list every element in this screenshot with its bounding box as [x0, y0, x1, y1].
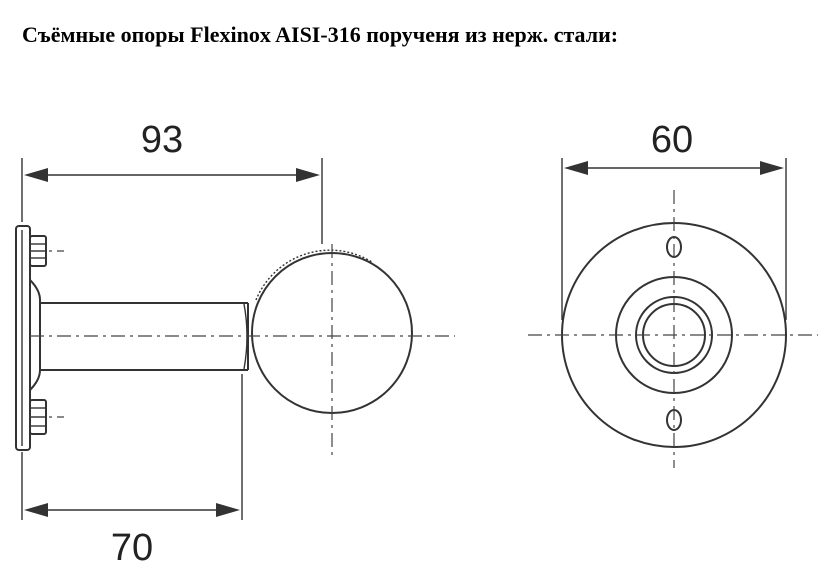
- dimension-label-60: 60: [651, 119, 693, 161]
- wall-plate: [15, 225, 31, 451]
- dimension-93: 93: [21, 119, 323, 244]
- dimension-label-70: 70: [111, 527, 153, 569]
- page-title: Съёмные опоры Flexinox AISI-316 поручeня…: [22, 22, 619, 47]
- flange-base: [29, 279, 41, 391]
- top-bolt: [29, 235, 64, 267]
- side-view: 93 70: [15, 119, 455, 569]
- front-view: 60: [528, 119, 818, 468]
- bottom-bolt: [29, 399, 64, 435]
- dimension-60: 60: [561, 119, 787, 320]
- dimension-70: 70: [21, 374, 243, 569]
- dimension-label-93: 93: [141, 119, 183, 161]
- saddle-knurl: [255, 249, 373, 301]
